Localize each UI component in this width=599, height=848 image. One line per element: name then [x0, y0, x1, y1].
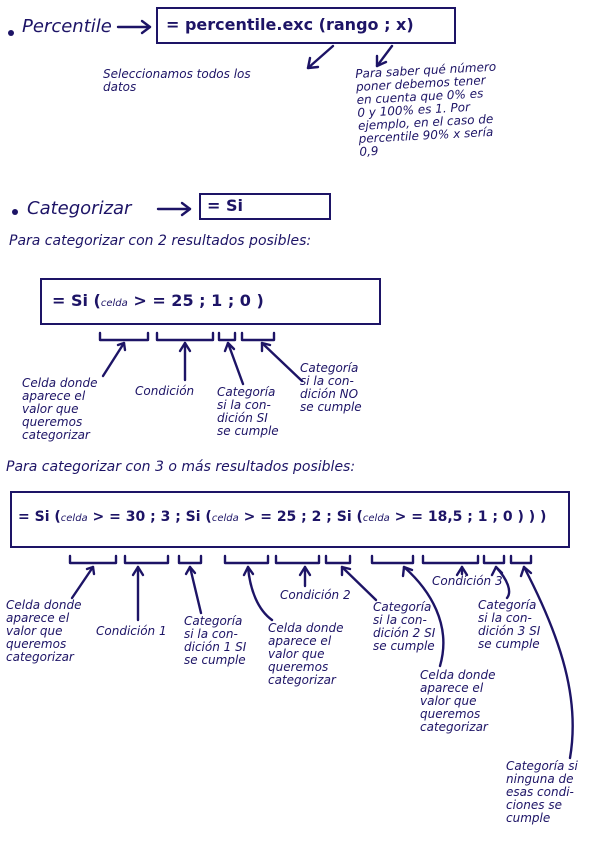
arrow-head [184, 565, 197, 576]
three-formula-c1: celda [60, 513, 88, 524]
percentil-heading: Percentile [22, 16, 112, 37]
two-label-condicion: Condición [135, 384, 195, 398]
arrow-two-si [226, 341, 245, 386]
arrow-head [140, 19, 152, 35]
bracket-celda [98, 331, 150, 342]
bracket-cond3 [421, 554, 480, 565]
bracket-celda1 [68, 554, 118, 565]
two-label-no: Categoría si la con- dición NO se cumple [300, 361, 362, 414]
arrow-note-k [375, 44, 394, 68]
percentil-note-k: Para saber qué número poner debemos tene… [354, 59, 497, 159]
three-formula-c3: celda [362, 513, 390, 524]
arrow-head [180, 201, 192, 217]
bullet-dot [8, 30, 14, 36]
two-formula-prefix: = Si ( [52, 291, 101, 310]
arrow-head [116, 341, 127, 352]
three-label-cond2: Condición 2 [280, 588, 351, 602]
arrow-head [178, 341, 192, 353]
bracket-no [240, 331, 276, 342]
two-label-celda: Celda donde aparece el valor que queremo… [22, 376, 98, 442]
two-formula-celda: celda [100, 298, 128, 309]
two-results-formula-box [40, 278, 381, 325]
arrow-head [455, 565, 469, 577]
three-label-cond1: Condición 1 [96, 624, 167, 638]
arrow-head [260, 341, 272, 353]
arrow-celda1 [70, 565, 95, 600]
arrow-head [340, 565, 352, 577]
three-label-celda2: Celda donde aparece el valor que queremo… [268, 621, 344, 687]
three-formula-p4: > = 18,5 ; 1 ; 0 ) ) ) [389, 509, 547, 525]
arrow-select [306, 44, 335, 70]
bracket-si2 [324, 554, 352, 565]
two-label-si: Categoría si la con- dición SI se cumple [217, 385, 279, 438]
bracket-si3 [482, 554, 506, 565]
bracket-celda2 [223, 554, 270, 565]
arrow-celda2 [246, 565, 274, 622]
three-label-si1: Categoría si la con- dición 1 SI se cump… [184, 614, 247, 667]
arrow-head [242, 565, 255, 577]
arrow-si1 [188, 565, 203, 615]
categorizar-formula-box [199, 193, 331, 220]
three-formula-p2: > = 30 ; 3 ; Si ( [87, 509, 212, 525]
arrow-head [298, 565, 312, 577]
two-formula-rest: > = 25 ; 1 ; 0 ) [127, 291, 264, 310]
percentil-formula-box [156, 7, 456, 44]
arrow-celda3 [402, 565, 445, 668]
arrow-head [85, 565, 96, 576]
bracket-ninguna [509, 554, 533, 565]
arrow-si2 [340, 565, 378, 602]
bracket-celda3 [370, 554, 415, 565]
bullet-dot [12, 209, 18, 215]
arrow-head [401, 565, 414, 578]
bracket-condicion [155, 331, 215, 342]
two-results-formula: = Si (celda > = 25 ; 1 ; 0 ) [52, 291, 264, 310]
three-label-celda3: Celda donde aparece el valor que queremo… [420, 668, 496, 734]
three-formula-c2: celda [211, 513, 239, 524]
three-formula-p1: = Si ( [18, 509, 61, 525]
arrow-head [375, 54, 388, 68]
arrow-head [490, 565, 504, 577]
three-label-si2: Categoría si la con- dición 2 SI se cump… [373, 600, 436, 653]
bracket-cond2 [274, 554, 321, 565]
arrow-ninguna [522, 565, 574, 760]
arrow-two-celda [101, 341, 126, 378]
arrow-head [519, 565, 533, 578]
three-label-celda1: Celda donde aparece el valor que queremo… [6, 598, 82, 664]
percentil-formula: = percentile.exc (rango ; x) [166, 15, 414, 34]
three-label-ninguna: Categoría si ninguna de esas condi- cion… [506, 759, 578, 825]
bracket-si1 [177, 554, 203, 565]
two-results-title: Para categorizar con 2 resultados posibl… [9, 233, 312, 249]
three-results-formula-box [10, 491, 570, 548]
three-results-title: Para categorizar con 3 o más resultados … [6, 459, 356, 475]
three-label-si3: Categoría si la con- dición 3 SI se cump… [478, 598, 541, 651]
arrow-head [306, 56, 320, 70]
categorizar-heading: Categorizar [27, 198, 132, 219]
arrow-head [223, 341, 236, 353]
arrow-two-no [260, 341, 304, 383]
bracket-cond1 [123, 554, 170, 565]
bracket-si [217, 331, 237, 342]
categorizar-formula: = Si [207, 196, 243, 215]
three-results-formula: = Si (celda > = 30 ; 3 ; Si (celda > = 2… [18, 509, 546, 525]
percentil-note-select: Seleccionamos todos los datos [103, 67, 251, 94]
three-formula-p3: > = 25 ; 2 ; Si ( [238, 509, 363, 525]
three-label-cond3: Condición 3 [432, 574, 503, 588]
arrow-head [131, 565, 145, 577]
